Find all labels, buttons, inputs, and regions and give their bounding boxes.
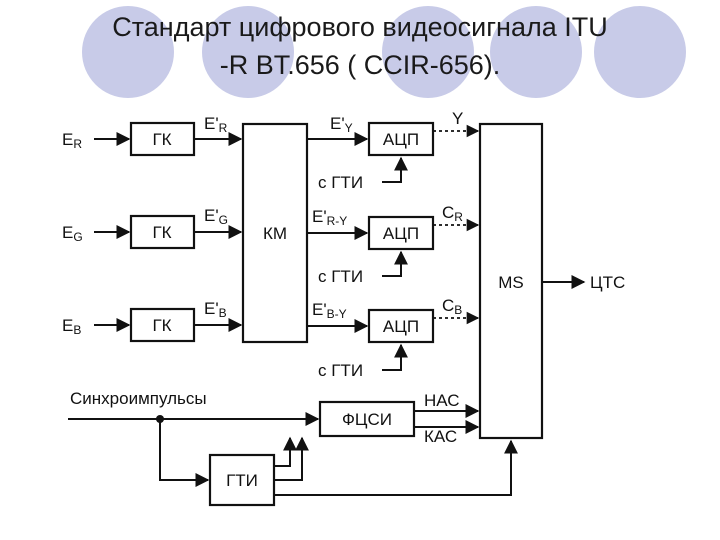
input-eg-label: EG — [62, 223, 83, 244]
sync-pulses-label: Синхроимпульсы — [70, 389, 207, 408]
gti-to-ms-line — [274, 439, 518, 496]
input-eb-label: EB — [62, 316, 81, 337]
fcsi-block — [318, 400, 416, 438]
signal-eg-prime-label: E'G — [204, 206, 228, 227]
sync-to-gti-line — [159, 419, 210, 487]
nas-label: НАС — [424, 391, 460, 410]
adc-block-y — [367, 121, 435, 157]
signal-ery-prime-label: E'R-Y — [312, 207, 347, 228]
deco-circle-2 — [202, 6, 294, 98]
gk-block-b — [129, 307, 196, 343]
clock-line-adc-by — [382, 343, 408, 371]
gk-label-r: ГК — [152, 130, 171, 149]
signal-eby-prime-label: E'B-Y — [312, 300, 347, 321]
clock-line-adc-y — [382, 156, 408, 183]
deco-circle-1 — [82, 6, 174, 98]
adc-label-y: АЦП — [383, 130, 419, 149]
from-gti-label-3: с ГТИ — [318, 361, 363, 380]
deco-circle-5 — [594, 6, 686, 98]
deco-circle-3 — [382, 6, 474, 98]
adc-label-ry: АЦП — [383, 224, 419, 243]
adc-block-ry — [367, 215, 435, 251]
adc-label-by: АЦП — [383, 317, 419, 336]
page-title: Стандарт цифрового видеосигнала ITU -R B… — [0, 8, 720, 84]
km-label: КМ — [263, 224, 287, 243]
title-line-1: Стандарт цифрового видеосигнала ITU — [112, 12, 608, 42]
gk-label-b: ГК — [152, 316, 171, 335]
title-line-2: -R BT.656 ( CCIR-656). — [219, 50, 501, 80]
adc-block-by — [367, 308, 435, 344]
output-cts-label: ЦТС — [590, 273, 625, 292]
gk-block-r — [129, 121, 196, 157]
signal-cb-label: CB — [442, 296, 462, 317]
ms-label: MS — [498, 273, 524, 292]
gti-label: ГТИ — [226, 471, 258, 490]
kas-label: КАС — [424, 427, 457, 446]
clock-line-adc-ry — [382, 250, 408, 277]
from-gti-label-1: с ГТИ — [318, 173, 363, 192]
gti-to-fcsi-line-2 — [274, 436, 309, 481]
signal-y-label: Y — [452, 109, 463, 128]
decorative-circles — [82, 6, 686, 98]
deco-circle-4 — [490, 6, 582, 98]
signal-er-prime-label: E'R — [204, 114, 228, 135]
signal-eb-prime-label: E'B — [204, 299, 227, 320]
signal-cr-label: CR — [442, 203, 463, 224]
fcsi-label: ФЦСИ — [342, 410, 392, 429]
signal-ey-prime-label: E'Y — [330, 114, 353, 135]
gti-to-fcsi-line-1 — [274, 436, 297, 467]
from-gti-label-2: с ГТИ — [318, 267, 363, 286]
input-er-label: ER — [62, 130, 82, 151]
ms-block — [478, 122, 544, 440]
gk-label-g: ГК — [152, 223, 171, 242]
gk-block-g — [129, 214, 196, 250]
gti-block — [208, 453, 276, 507]
